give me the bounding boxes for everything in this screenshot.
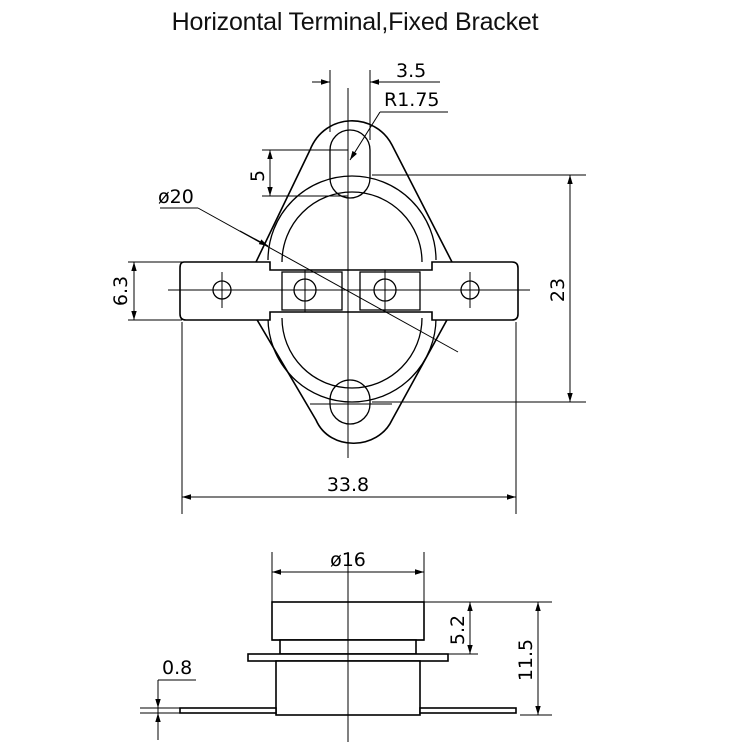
cap-ring-outer-bottom <box>267 317 437 403</box>
dim-cap-diameter: ø16 <box>330 549 366 571</box>
drawing-title: Horizontal Terminal,Fixed Bracket <box>171 8 539 36</box>
top-view: 3.5 R1.75 5 ø20 6.3 23 <box>110 60 586 514</box>
side-terminal-left <box>179 707 277 714</box>
dim-cap-height: 5.2 <box>447 615 469 645</box>
cap-ring-inner-bottom <box>281 317 423 389</box>
cap-ring-inner <box>281 191 423 263</box>
dim-bracket-thickness: 0.8 <box>162 657 192 679</box>
side-terminal-right <box>419 707 517 714</box>
dim-hole-width: 3.5 <box>396 60 426 82</box>
terminal-strip <box>179 261 519 321</box>
dim-hole-spacing: 23 <box>547 278 569 302</box>
mounting-slot-top <box>329 129 371 199</box>
dim-hole-height: 5 <box>247 170 269 182</box>
dim-outer-diameter: ø20 <box>158 186 194 208</box>
cap-ring-outer <box>267 175 437 261</box>
dim-hole-radius: R1.75 <box>384 89 440 111</box>
terminal-inner-right <box>359 271 421 311</box>
terminal-inner-left <box>281 271 343 311</box>
side-view: ø16 5.2 11.5 0.8 <box>140 549 552 742</box>
dim-total-height: 11.5 <box>515 639 537 681</box>
dim-total-length: 33.8 <box>327 474 369 496</box>
dim-terminal-width: 6.3 <box>110 276 132 306</box>
mounting-slot-bottom <box>329 379 371 425</box>
